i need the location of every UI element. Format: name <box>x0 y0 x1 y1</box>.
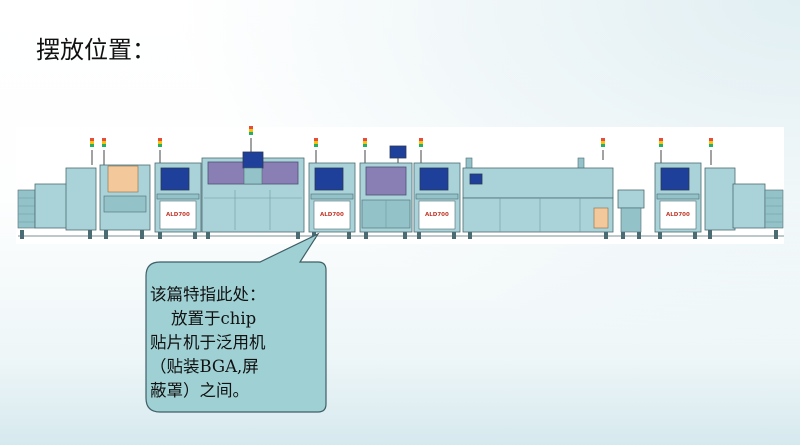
ald700-inspection-machine-2: ALD700 <box>308 138 356 239</box>
slide-title: 摆放位置： <box>36 36 156 64</box>
callout-text: 该篇特指此处： 放置于chip 贴片机于泛用机 （贴装BGA,屏 蔽罩）之间。 <box>150 283 320 403</box>
callout-line-2: 放置于chip <box>150 309 257 328</box>
chip-mounter-machine <box>201 126 305 239</box>
screen-printer-machine <box>90 138 151 239</box>
callout-line-5: 蔽罩）之间。 <box>150 381 249 400</box>
reflow-oven-machine <box>462 138 614 239</box>
ald700-inspection-machine-1: ALD700 <box>154 138 202 239</box>
callout-line-3: 贴片机于泛用机 <box>150 333 266 352</box>
ald700-inspection-machine-4: ALD700 <box>654 138 702 239</box>
machine-label-4: ALD700 <box>666 212 690 218</box>
machine-label-3: ALD700 <box>425 212 449 218</box>
loader-machine-left <box>17 167 97 239</box>
callout-line-4: （贴装BGA,屏 <box>150 357 259 376</box>
ald700-inspection-machine-3: ALD700 <box>413 138 461 239</box>
callout-bubble <box>145 232 327 413</box>
machine-label-1: ALD700 <box>166 212 190 218</box>
callout-line-1: 该篇特指此处： <box>150 285 266 304</box>
machine-label-2: ALD700 <box>320 212 344 218</box>
general-purpose-mounter-machine <box>359 138 413 239</box>
unloader-machine-right <box>704 138 784 239</box>
buffer-conveyor-unit <box>617 189 645 239</box>
